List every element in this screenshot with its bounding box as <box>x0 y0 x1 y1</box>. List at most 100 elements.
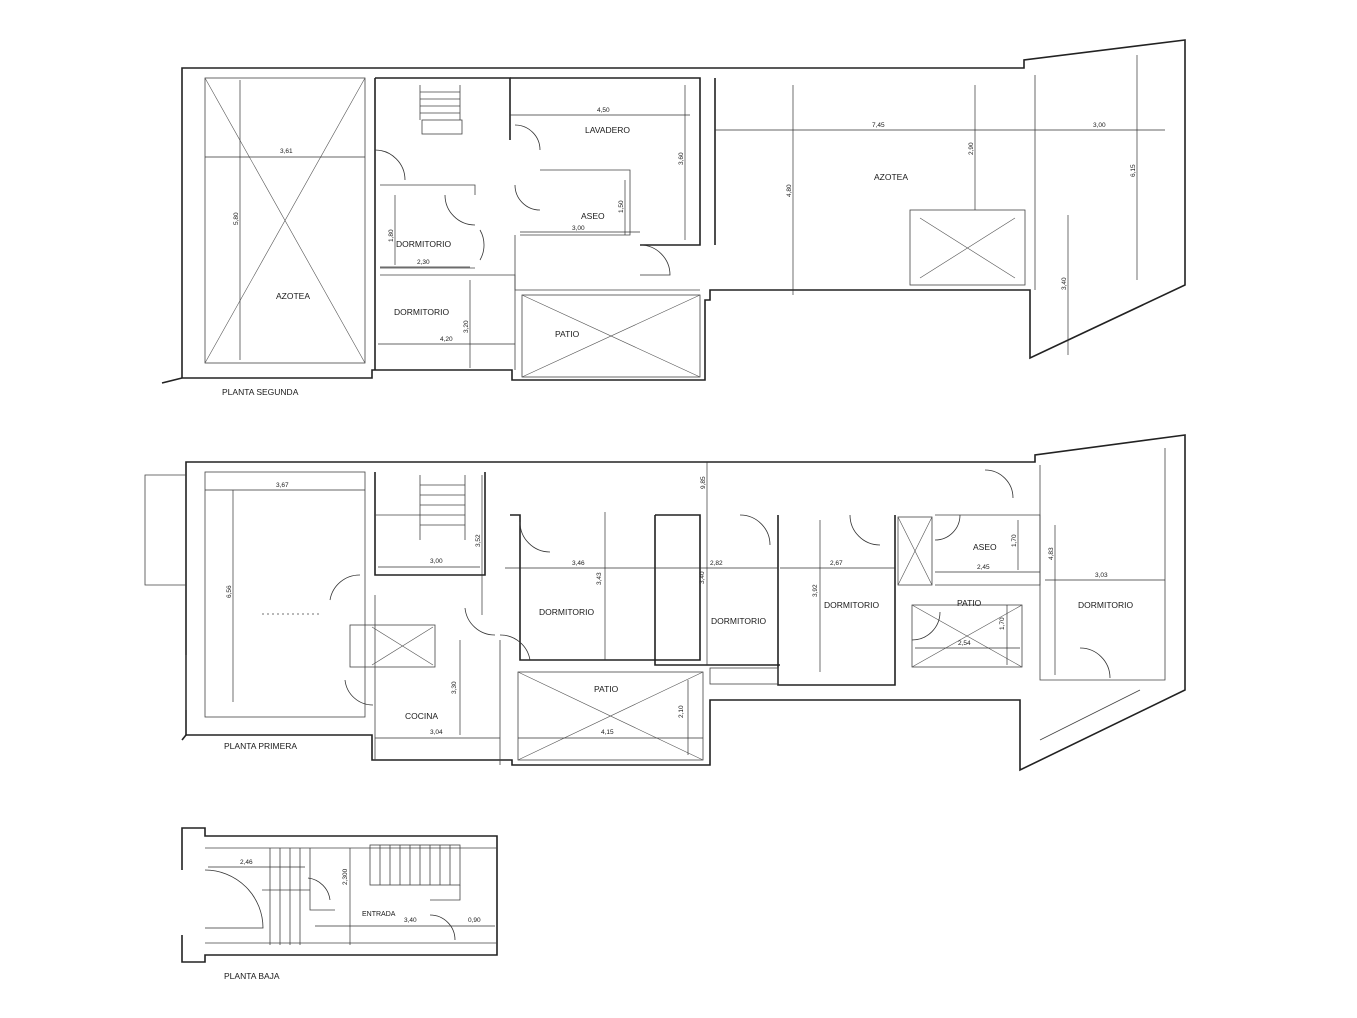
segunda-dim-lavadero-w: 4,50 <box>597 107 610 114</box>
segunda-dim-azotea-r-h1: 4,80 <box>786 184 793 197</box>
primera-label-dorm-4: DORMITORIO <box>1078 600 1133 610</box>
primera-label-dorm-3: DORMITORIO <box>824 600 879 610</box>
primera-door-4 <box>499 634 531 661</box>
segunda-stair <box>419 85 463 135</box>
primera-door-9 <box>984 469 1014 499</box>
segunda-wall-patio-top <box>514 235 700 291</box>
primera-door-7 <box>849 514 881 546</box>
primera-title: PLANTA PRIMERA <box>224 741 297 751</box>
floor-baja: ENTRADA 2,46 2,300 3,40 0,90 PLANTA BAJA <box>181 827 498 981</box>
segunda-label-aseo: ASEO <box>581 211 605 221</box>
segunda-dim-azotea-r-w1: 7,45 <box>872 122 885 129</box>
primera-shelf <box>709 667 779 685</box>
baja-wall-partition-2 <box>430 885 461 901</box>
primera-cocina-duct <box>349 624 436 668</box>
segunda-wall-dorm1-top <box>380 184 476 195</box>
segunda-label-azotea-right: AZOTEA <box>874 172 908 182</box>
baja-door-2 <box>307 877 331 901</box>
primera-label-patio: PATIO <box>594 684 619 694</box>
primera-door-6 <box>739 514 771 546</box>
segunda-label-patio: PATIO <box>555 329 580 339</box>
primera-dim-patio-w: 4,15 <box>601 729 614 736</box>
primera-dim-cocina-w: 3,04 <box>430 729 443 736</box>
primera-dim-dorm4-h: 4,83 <box>1048 547 1055 560</box>
primera-label-dorm-1: DORMITORIO <box>539 607 594 617</box>
primera-dim-patio-s-w: 2,54 <box>958 640 971 647</box>
baja-dim-w2: 3,40 <box>404 917 417 924</box>
segunda-azotea-left-area <box>204 77 366 364</box>
primera-label-cocina: COCINA <box>405 711 438 721</box>
segunda-door-2 <box>444 194 476 226</box>
primera-aseo-duct-cross-2 <box>897 516 933 586</box>
segunda-azotea-left-cross-2 <box>204 77 366 364</box>
primera-dim-cocina-h: 3,30 <box>451 681 458 694</box>
primera-dim-salon-w: 3,67 <box>276 482 289 489</box>
primera-dim-dorm1-w: 3,46 <box>572 560 585 567</box>
primera-stair-walls <box>374 472 486 576</box>
segunda-dim-azotea-r-h2: 2,90 <box>968 142 975 155</box>
primera-outer-wall <box>185 434 1186 772</box>
segunda-dim-azotea-w: 3,61 <box>280 148 293 155</box>
segunda-wall-dorm2 <box>380 274 516 370</box>
baja-door-main <box>204 869 264 929</box>
segunda-dim-azotea-r-h3: 6,15 <box>1130 164 1137 177</box>
segunda-dim-aseo-w: 3,00 <box>572 225 585 232</box>
primera-dim-patio-h: 2,10 <box>678 705 685 718</box>
segunda-skylight-cross-2 <box>919 217 1016 279</box>
primera-stair <box>375 475 466 540</box>
segunda-door-5 <box>514 184 541 211</box>
segunda-door-1 <box>374 149 406 181</box>
baja-stair-1 <box>262 848 310 945</box>
primera-dim-dorm3-h: 3,92 <box>812 584 819 597</box>
segunda-dim-azotea-r-h4: 3,40 <box>1061 277 1068 290</box>
segunda-label-dormitorio-2: DORMITORIO <box>394 307 449 317</box>
primera-dim-dorm4-w: 3,03 <box>1095 572 1108 579</box>
segunda-patio-area <box>521 294 701 378</box>
primera-dorm4-walls <box>1039 448 1166 681</box>
primera-dim-aseo-h: 1,70 <box>1011 534 1018 547</box>
segunda-label-azotea-left: AZOTEA <box>276 291 310 301</box>
primera-balcony <box>144 474 186 586</box>
segunda-dim-dorm1-w: 2,30 <box>417 259 430 266</box>
primera-door-10 <box>1079 647 1111 679</box>
primera-door-8 <box>934 514 961 541</box>
primera-dim-aseo-w: 2,45 <box>977 564 990 571</box>
floor-primera: DORMITORIO DORMITORIO DORMITORIO DORMITO… <box>144 434 1186 772</box>
primera-balcony-right <box>1039 689 1141 741</box>
segunda-wall-lavadero <box>510 77 701 246</box>
baja-dim-h1: 2,300 <box>342 868 349 885</box>
segunda-patio-cross-2 <box>521 294 701 378</box>
primera-dorm2-wall <box>654 515 780 666</box>
primera-door-1 <box>329 574 361 601</box>
primera-wall-stub <box>181 734 187 741</box>
primera-patio-small-cross-2 <box>911 604 1023 668</box>
baja-wall-partition <box>309 848 335 911</box>
baja-outer-wall <box>181 827 498 963</box>
segunda-dim-dorm2-w: 4,20 <box>440 336 453 343</box>
segunda-label-lavadero: LAVADERO <box>585 125 630 135</box>
baja-dim-w1: 2,46 <box>240 859 253 866</box>
primera-door-5 <box>519 521 551 553</box>
primera-dim-total-h: 9,85 <box>700 476 707 489</box>
segunda-label-dormitorio-1: DORMITORIO <box>396 239 451 249</box>
primera-dorm3-walls <box>777 515 896 686</box>
primera-patio-small-area <box>911 604 1023 668</box>
primera-dim-stair-h: 3,52 <box>475 534 482 547</box>
primera-dim-dorm3-w: 2,67 <box>830 560 843 567</box>
segunda-dim-azotea-h: 5,80 <box>233 212 240 225</box>
primera-dim-dorm2-h: 3,40 <box>699 571 706 584</box>
primera-dim-dorm2-w: 2,82 <box>710 560 723 567</box>
floor-segunda: AZOTEA LAVADERO ASEO DORMITORIO DORMITOR… <box>161 39 1186 397</box>
segunda-wall-aseo <box>520 169 631 236</box>
primera-label-patio-small: PATIO <box>957 598 982 608</box>
primera-patio-cross-2 <box>517 671 704 761</box>
baja-dim-w3: 0,90 <box>468 917 481 924</box>
segunda-skylight <box>909 209 1026 286</box>
primera-dim-patio-s-h: 1,70 <box>999 617 1006 630</box>
primera-door-2 <box>344 679 374 706</box>
primera-dorm1-walls <box>510 514 701 661</box>
segunda-outer-wall <box>181 39 1186 381</box>
primera-door-11 <box>911 611 941 641</box>
baja-title: PLANTA BAJA <box>224 971 280 981</box>
